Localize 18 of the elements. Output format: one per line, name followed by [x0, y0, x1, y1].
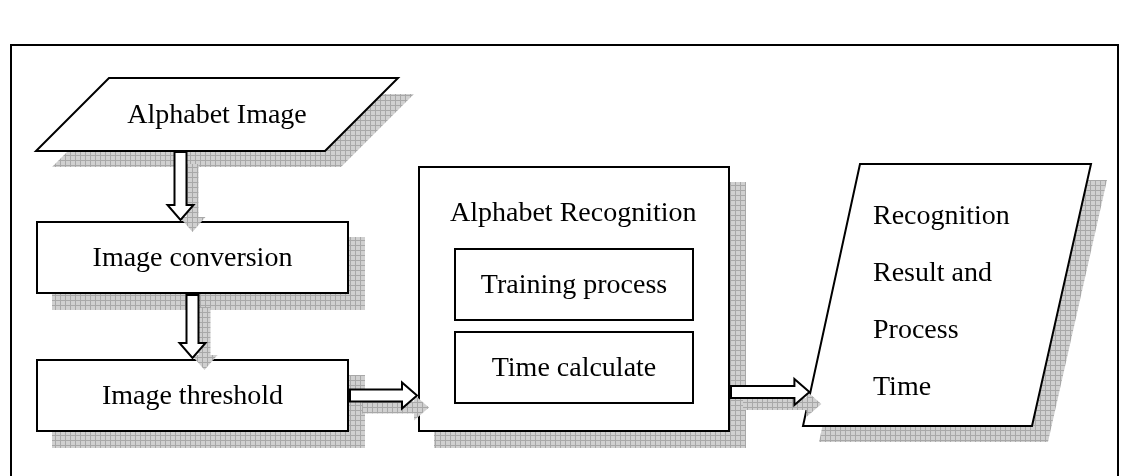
data-parallelogram: [803, 164, 1091, 426]
node-label: Image conversion: [92, 241, 293, 274]
node-label: Recognition Result and Process Time: [873, 198, 1011, 403]
node-label: Training process: [480, 268, 668, 301]
block-arrow: [177, 294, 218, 370]
block-arrow: [730, 376, 822, 417]
node-label: Image threshold: [101, 379, 284, 412]
node-label: Time calculate: [491, 351, 657, 384]
process-box: [454, 248, 694, 321]
block-arrow: [165, 151, 206, 232]
process-box: [36, 359, 349, 432]
data-parallelogram: [36, 78, 398, 151]
group-box: [418, 166, 730, 432]
node-label: Alphabet Image: [126, 98, 308, 131]
process-box: [36, 221, 349, 294]
process-box: [454, 331, 694, 404]
block-arrow: [349, 380, 429, 421]
group-heading: Alphabet Recognition: [450, 196, 697, 229]
